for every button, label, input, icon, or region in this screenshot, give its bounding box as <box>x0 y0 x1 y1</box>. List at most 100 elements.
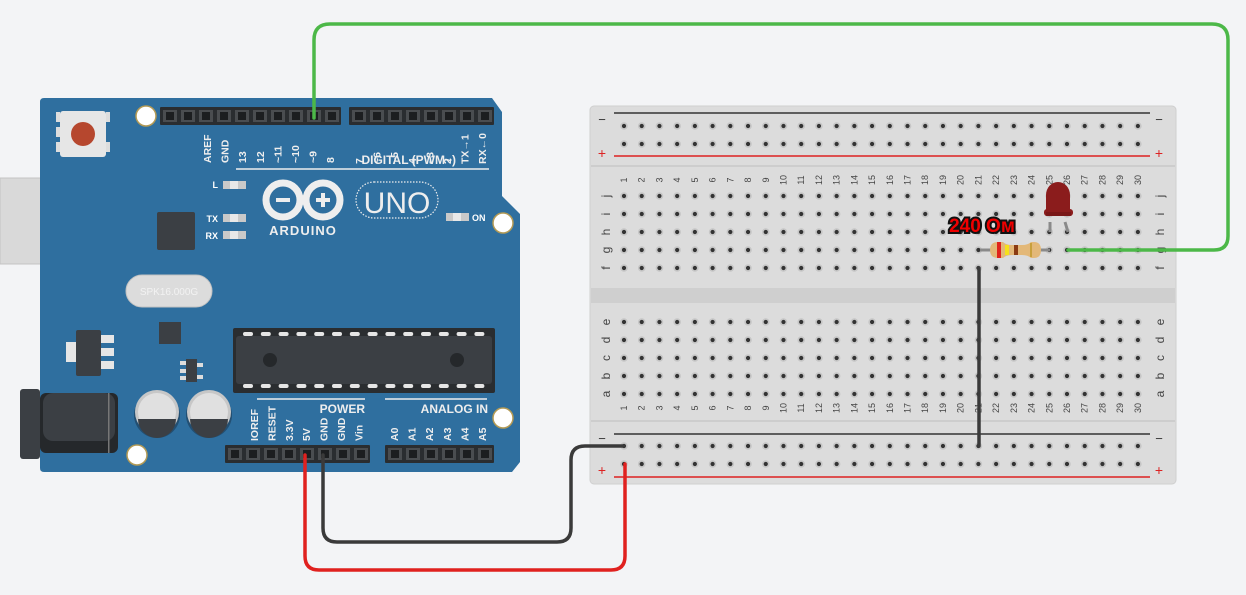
breadboard-hole-center <box>852 123 857 129</box>
breadboard-hole-center <box>710 141 715 147</box>
breadboard-hole-center <box>1047 337 1052 343</box>
breadboard-hole-center <box>710 337 715 343</box>
breadboard-hole-center <box>887 373 892 379</box>
reset-button[interactable] <box>56 111 110 157</box>
pin-label: ~10 <box>290 145 302 163</box>
mounting-hole <box>126 444 148 466</box>
column-label: 3 <box>654 405 664 410</box>
header-pin-socket <box>355 112 363 120</box>
breadboard-hole-center <box>639 141 644 147</box>
breadboard-hole-center <box>940 247 946 253</box>
header-pin-socket <box>166 112 174 120</box>
breadboard-hole-center <box>639 211 644 217</box>
breadboard-hole-center <box>1029 141 1034 147</box>
chip-pin <box>438 332 449 336</box>
row-label: f <box>599 266 613 270</box>
breadboard-hole-center <box>816 443 822 449</box>
breadboard-hole-center <box>976 193 981 199</box>
breadboard-hole-center <box>1029 461 1034 467</box>
breadboard-hole-center <box>905 391 910 397</box>
row-label: g <box>599 247 613 254</box>
breadboard-hole-center <box>1029 265 1034 271</box>
breadboard-hole-center <box>887 211 892 217</box>
breadboard-hole-center <box>1135 229 1140 235</box>
led-label-rx: RX <box>205 231 218 241</box>
breadboard-hole-center <box>710 193 715 199</box>
row-label: a <box>599 390 613 397</box>
rail-label-plus: + <box>598 145 606 161</box>
breadboard-hole-center <box>675 123 680 129</box>
breadboard-hole-center <box>1082 391 1087 397</box>
breadboard-hole-center <box>1082 443 1087 449</box>
pin-label: A5 <box>477 427 489 441</box>
breadboard-hole-center <box>1118 265 1123 271</box>
pin-label: ~5 <box>389 152 401 164</box>
breadboard-hole-center <box>799 443 804 449</box>
breadboard-hole-center <box>621 337 627 343</box>
chip-pin <box>403 384 414 388</box>
breadboard-hole-center <box>781 123 786 129</box>
breadboard-hole-center <box>657 265 662 271</box>
breadboard-hole-center <box>692 373 697 379</box>
breadboard-hole-center <box>1135 461 1140 467</box>
breadboard-hole-center <box>692 337 697 343</box>
led-label-tx: TX <box>206 214 218 224</box>
breadboard-hole-center <box>887 123 892 129</box>
breadboard-hole-center <box>799 265 804 271</box>
breadboard-hole-center <box>710 247 715 253</box>
breadboard-hole-center <box>1011 211 1016 217</box>
chip-pin <box>243 332 253 336</box>
row-label: a <box>1153 390 1167 397</box>
power-wire-5v[interactable] <box>303 453 627 572</box>
breadboard-hole-center <box>657 337 662 343</box>
column-label: 10 <box>778 175 788 185</box>
rail-label-plus: + <box>1155 462 1163 478</box>
resistor-component[interactable] <box>980 242 1050 258</box>
breadboard-hole-center <box>1064 319 1070 325</box>
breadboard-hole-center <box>675 337 680 343</box>
breadboard-hole-center <box>905 211 910 217</box>
led-component[interactable] <box>1044 182 1073 233</box>
breadboard[interactable]: − + − + − + − + 112233445566778899101011… <box>589 105 1177 485</box>
breadboard-hole-center <box>657 193 662 199</box>
breadboard-hole-center <box>1047 391 1052 397</box>
breadboard-hole-center <box>816 229 822 235</box>
breadboard-hole-center <box>940 229 946 235</box>
breadboard-hole-center <box>852 443 857 449</box>
breadboard-hole-center <box>1082 319 1087 325</box>
breadboard-hole-center <box>887 391 892 397</box>
breadboard-hole-center <box>923 443 928 449</box>
breadboard-hole-center <box>1118 211 1123 217</box>
breadboard-hole-center <box>692 247 697 253</box>
arduino-uno-board[interactable]: L TX RX SPK16.000G ARDUINO UNO ON <box>0 98 520 472</box>
chip-pin <box>260 384 271 388</box>
smd-chip <box>159 322 181 344</box>
breadboard-hole-center <box>1047 319 1052 325</box>
breadboard-hole-center <box>1135 193 1140 199</box>
breadboard-hole-center <box>692 355 697 361</box>
breadboard-hole-center <box>799 211 804 217</box>
resistor-band <box>1005 245 1009 255</box>
breadboard-hole-center <box>852 265 857 271</box>
breadboard-hole-center <box>1064 141 1070 147</box>
breadboard-hole-center <box>639 319 644 325</box>
breadboard-hole-center <box>710 211 715 217</box>
breadboard-hole-center <box>958 123 963 129</box>
breadboard-hole-center <box>781 443 786 449</box>
breadboard-hole-center <box>852 247 857 253</box>
pin-label: 12 <box>255 151 267 163</box>
breadboard-hole-center <box>1029 337 1034 343</box>
breadboard-hole-center <box>639 461 644 467</box>
breadboard-hole-center <box>887 319 892 325</box>
breadboard-hole-center <box>905 141 910 147</box>
ground-wire-gnd[interactable] <box>321 444 626 544</box>
breadboard-hole-center <box>1082 355 1087 361</box>
row-label: h <box>1153 229 1167 236</box>
signal-wire-pin9[interactable] <box>312 22 1230 252</box>
header-pin-socket <box>274 112 282 120</box>
breadboard-hole-center <box>1047 373 1052 379</box>
row-label: d <box>1153 337 1167 344</box>
breadboard-hole-center <box>675 373 680 379</box>
header-pin-socket <box>409 450 417 458</box>
